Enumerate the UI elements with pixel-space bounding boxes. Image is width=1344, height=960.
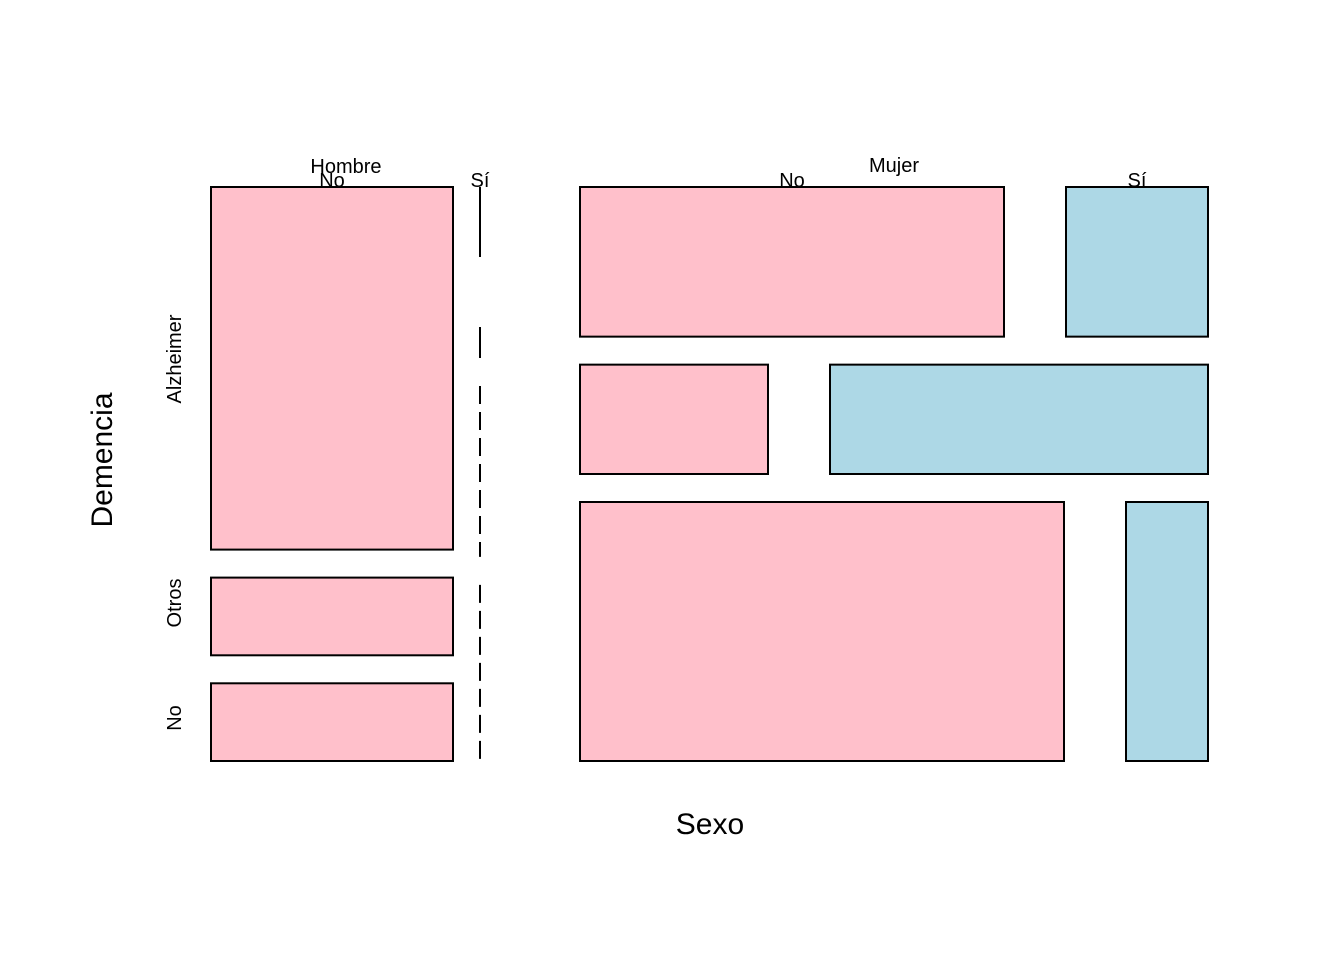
tile-hombre-no-otros [210, 576, 454, 657]
row-label-alzheimer: Alzheimer [164, 314, 186, 403]
tile-mujer-si-otros [829, 363, 1209, 475]
x-axis-title: Sexo [676, 808, 744, 841]
level1-label-hombre: Hombre [310, 156, 381, 178]
tile-mujer-si-no [1125, 501, 1209, 762]
tile-mujer-si-alzheimer [1065, 186, 1209, 338]
tile-hombre-no-alzheimer [210, 186, 454, 551]
tile-mujer-no-otros [579, 363, 769, 475]
row-label-otros: Otros [164, 579, 186, 628]
tile-mujer-no-no [579, 501, 1065, 762]
row-label-no: No [164, 705, 186, 731]
level2-label-hombre-si: Sí [471, 170, 490, 192]
level2-label-hombre-no: No [319, 170, 345, 192]
level1-label-mujer: Mujer [869, 155, 919, 177]
mosaic-tiles [210, 186, 1209, 762]
level2-label-mujer-si: Sí [1128, 170, 1147, 192]
y-axis-title: Demencia [86, 392, 119, 527]
tile-hombre-no-no [210, 682, 454, 762]
level2-label-mujer-no: No [779, 170, 805, 192]
tile-mujer-no-alzheimer [579, 186, 1005, 338]
mosaic-labels: Sexo Demencia Hombre Mujer No Sí No Sí A… [86, 155, 1147, 841]
